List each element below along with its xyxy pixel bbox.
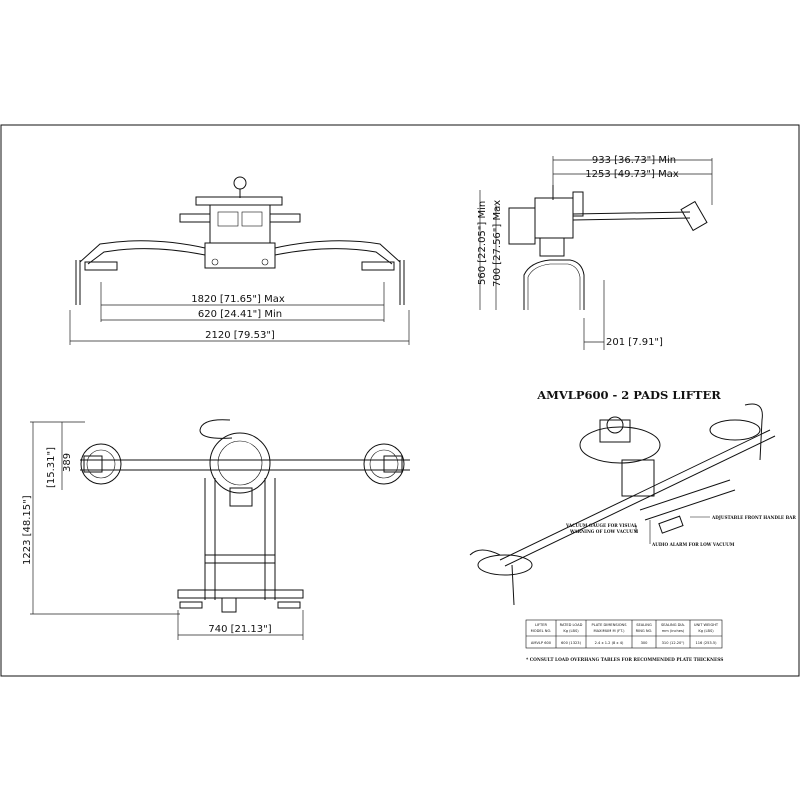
spec-table: LIFTER MODEL NO. RATED LOAD Kg (LBS) PLA… [525, 619, 723, 649]
side-vacuum-box [508, 207, 536, 245]
side-arm [572, 211, 691, 215]
plan-hose [199, 419, 233, 439]
side-handle [680, 200, 708, 232]
iso-pad-right [709, 419, 761, 441]
plan-center-disc [209, 432, 271, 494]
plan-right-pad [363, 443, 405, 485]
front-right-pad [361, 261, 395, 271]
td-sealing: 300 [641, 641, 649, 645]
callout-handle-bar: ADJUSTABLE FRONT HANDLE BAR [711, 515, 796, 520]
callout-gauge-1: VACUUM GAUGE FOR VISUAL [565, 523, 637, 528]
plan-rear-bar [177, 589, 304, 599]
iso-view: AMVLP600 - 2 PADS LIFTER ADJUSTABLE FRON… [469, 388, 796, 606]
td-plate-dim: 2.4 x 1.2 (8 x 4) [595, 641, 624, 645]
th-sealing-dia-1: SEALING DIA. [661, 623, 685, 627]
front-left-pad [84, 261, 118, 271]
th-sealing-1: SEALING [636, 623, 652, 627]
td-rated-load: 600 (1323) [561, 641, 582, 645]
dim-front-min: 620 [24.41"] Min [198, 309, 282, 320]
iso-main-beam [499, 429, 771, 561]
front-left-arm [79, 240, 206, 263]
dim-plan-pad-offset-in: [15.31"] [46, 447, 57, 488]
lifting-eye [233, 176, 247, 190]
th-sealing-dia-2: mm (inches) [662, 629, 685, 633]
callout-gauge-2: WARNING OF LOW VACUUM [569, 529, 638, 534]
front-right-handle [269, 213, 301, 223]
dim-front-max: 1820 [71.65"] Max [191, 294, 285, 305]
front-vacuum-housing [209, 204, 271, 244]
th-unit-weight-2: Kg (LBS) [698, 629, 714, 633]
th-rated-load-2: Kg (LBS) [563, 629, 579, 633]
dim-side-reach-min: 933 [36.73"] Min [592, 155, 676, 166]
front-view: 1820 [71.65"] Max 620 [24.41"] Min 2120 … [69, 176, 410, 345]
dim-plan-width: 740 [21.13"] [208, 624, 271, 635]
dim-plan-pad-offset: 389 [62, 453, 73, 472]
plan-view: 389 [15.31"] 1223 [48.15"] 740 [21.13"] [22, 419, 410, 640]
td-sealing-dia: 310 (12.20") [662, 641, 685, 645]
th-sealing-2: RING NO. [636, 629, 653, 633]
plan-left-pad [80, 443, 122, 485]
iso-pad-left [477, 554, 533, 576]
note-overhang: * CONSULT LOAD OVERHANG TABLES FOR RECOM… [526, 658, 723, 663]
side-pad-legs [523, 259, 585, 310]
iso-disc [579, 426, 661, 464]
dim-side-height-min: 560 [22.05"] Min [477, 201, 488, 285]
dim-side-reach-max: 1253 [49.73"] Max [585, 169, 679, 180]
dim-side-height-max: 700 [27.56"] Max [492, 200, 503, 287]
dim-plan-length: 1223 [48.15"] [22, 495, 33, 565]
iso-handle-bar [639, 479, 731, 511]
th-plate-dim-1: PLATE DIMENSIONS [591, 623, 627, 627]
callout-alarm: AUDIO ALARM FOR LOW VACUUM [651, 542, 735, 547]
side-view: 933 [36.73"] Min 1253 [49.73"] Max 560 [… [477, 155, 713, 350]
th-unit-weight-1: UNIT WEIGHT [694, 623, 719, 627]
td-model: AMVLP 600 [531, 641, 552, 645]
front-base-block [204, 242, 276, 269]
iso-control-box [621, 459, 655, 497]
side-body [534, 197, 574, 239]
th-lifter-1: LIFTER [535, 623, 548, 627]
iso-title: AMVLP600 - 2 PADS LIFTER [536, 388, 721, 402]
front-right-arm [274, 240, 401, 263]
dim-side-base: 201 [7.91"] [606, 337, 663, 348]
td-unit-weight: 116 (253.5) [695, 641, 717, 645]
front-left-handle [179, 213, 211, 223]
sheet-border [0, 124, 800, 677]
th-plate-dim-2: MAXIMUM M (FT.) [593, 629, 625, 633]
dim-front-overall: 2120 [79.53"] [205, 330, 275, 341]
th-rated-load-1: RATED LOAD [560, 623, 583, 627]
front-top-frame [195, 196, 283, 206]
th-lifter-2: MODEL NO. [531, 629, 552, 633]
